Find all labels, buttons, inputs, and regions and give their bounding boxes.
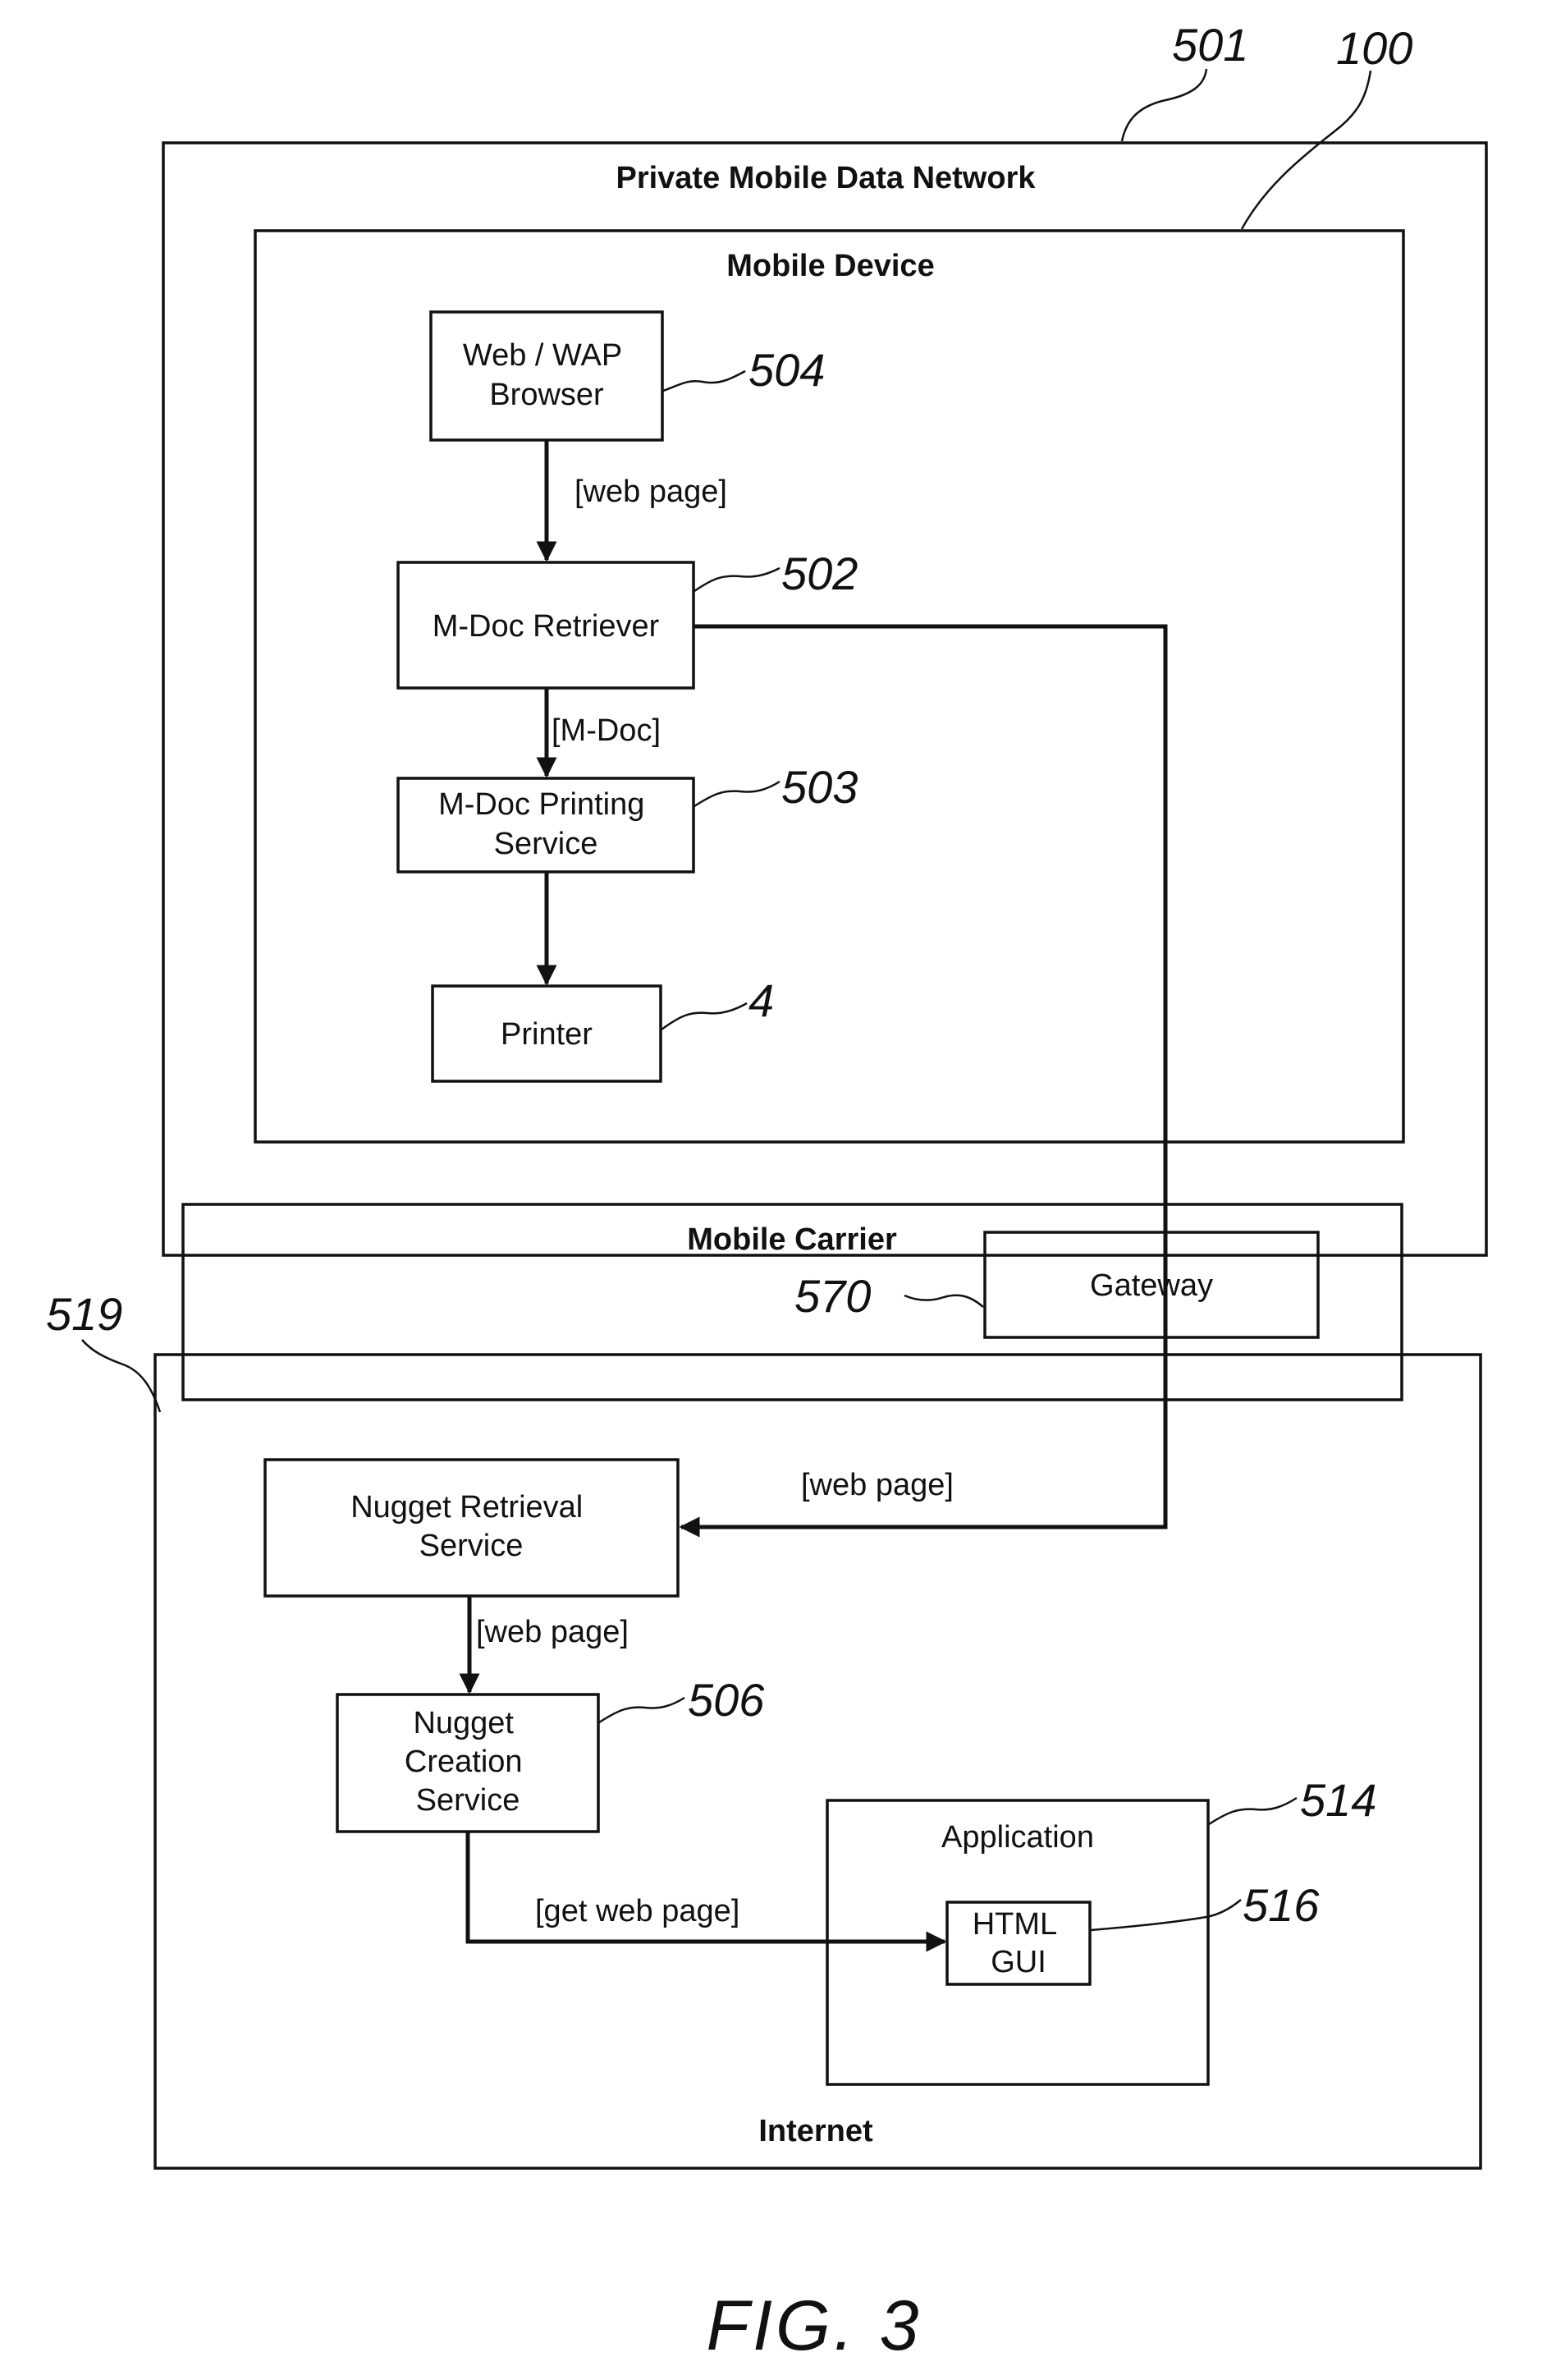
printing-service-label: M-Doc Printing Service — [438, 787, 653, 861]
nugget-creation-label: Nugget Creation Service — [405, 1706, 531, 1818]
ref-516-leader — [1090, 1899, 1242, 1932]
ref-514-leader — [1208, 1796, 1298, 1826]
ref-503-leader — [694, 780, 780, 808]
nugget-creation-box — [336, 1693, 600, 1833]
creation-to-gui-label: [get web page] — [535, 1894, 739, 1928]
internet-box — [153, 1353, 1482, 2170]
printer-label: Printer — [501, 1017, 593, 1052]
ref-519-leader — [81, 1339, 162, 1413]
ref-4: 4 — [748, 974, 774, 1026]
retrieval-to-creation-label: [web page] — [476, 1615, 629, 1649]
ref-519: 519 — [46, 1288, 122, 1340]
ref-506-leader — [598, 1696, 685, 1724]
ref-516: 516 — [1243, 1879, 1320, 1931]
printing-service-box — [396, 777, 695, 874]
nugget-retrieval-box — [263, 1458, 680, 1598]
browser-box — [429, 310, 664, 442]
mobile-device-title: Mobile Device — [726, 249, 934, 283]
ref-506: 506 — [688, 1674, 765, 1726]
html-gui-label: HTML GUI — [973, 1907, 1065, 1979]
mobile-carrier-title: Mobile Carrier — [687, 1222, 897, 1257]
nugget-retrieval-label: Nugget Retrieval Service — [350, 1490, 592, 1563]
retriever-label: M-Doc Retriever — [433, 609, 660, 644]
ref-501-leader — [1120, 68, 1208, 142]
gateway-box — [983, 1231, 1320, 1339]
html-gui-box — [945, 1901, 1092, 1986]
to-nugget-retrieval-label: [web page] — [801, 1468, 954, 1502]
retriever-to-printing-label: [M-Doc] — [552, 713, 661, 748]
ref-504: 504 — [748, 344, 825, 396]
ref-514: 514 — [1300, 1774, 1376, 1826]
internet-title: Internet — [758, 2114, 873, 2148]
printer-box — [431, 984, 662, 1083]
private-network-title: Private Mobile Data Network — [616, 161, 1036, 195]
private-mobile-data-network-box — [162, 141, 1488, 1257]
ref-570: 570 — [794, 1270, 871, 1322]
retriever-box — [396, 561, 695, 690]
ref-570-leader — [904, 1294, 984, 1308]
ref-502-leader — [694, 566, 780, 593]
ref-100: 100 — [1336, 22, 1412, 74]
gateway-label: Gateway — [1090, 1268, 1213, 1303]
application-label: Application — [941, 1820, 1094, 1855]
mobile-carrier-box — [181, 1203, 1403, 1401]
creation-to-gui-arrow — [465, 1832, 947, 1952]
browser-label: Web / WAP Browser — [463, 338, 630, 412]
ref-502: 502 — [781, 548, 858, 599]
mobile-device-box — [254, 229, 1405, 1144]
figure-label: FIG. 3 — [707, 2286, 922, 2365]
browser-to-retriever-label: [web page] — [575, 475, 727, 509]
ref-504-leader — [662, 369, 746, 392]
ref-501: 501 — [1172, 19, 1248, 71]
retriever-to-nugget-retrieval-arrow — [679, 624, 1168, 1538]
ref-100-leader — [1240, 70, 1372, 230]
ref-503: 503 — [781, 761, 858, 813]
ref-4-leader — [661, 1002, 748, 1031]
